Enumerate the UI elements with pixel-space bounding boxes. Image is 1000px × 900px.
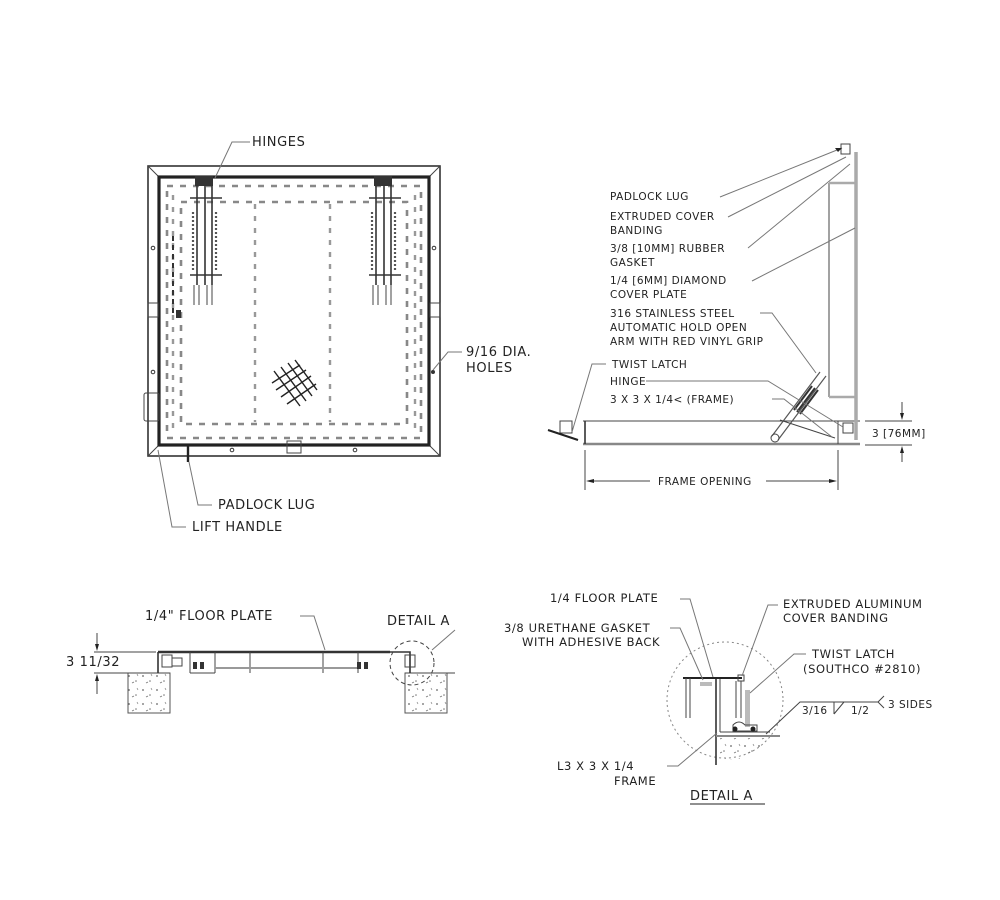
padlock-lug-label: PADLOCK LUG (218, 498, 315, 513)
lift-handle (143, 392, 160, 422)
detail-banding-label-line1: EXTRUDED ALUMINUM (783, 597, 923, 611)
hold-open-arm (770, 371, 836, 443)
cover-plate-label-line2: COVER PLATE (610, 289, 687, 301)
detail-a: 1/4 FLOOR PLATE 3/8 URETHANE GASKET WITH… (504, 591, 933, 805)
weld-size-left: 3/16 (802, 705, 828, 717)
cover-banding-label-line1: EXTRUDED COVER (610, 211, 715, 223)
section-view: 3 11/32 1/4" FLOOR PLATE DETAIL A (66, 609, 456, 714)
plan-view: HINGES 9/16 DIA. HOLES PADLOCK LUG LIFT … (143, 135, 531, 535)
arm-label-line2: AUTOMATIC HOLD OPEN (610, 322, 747, 334)
lift-handle-label: LIFT HANDLE (192, 520, 283, 535)
hinge-label: HINGE (610, 376, 646, 388)
section-floor-plate-label: 1/4" FLOOR PLATE (145, 609, 273, 624)
weld-size-right: 1/2 (851, 705, 869, 717)
detail-latch-label-line2: (SOUTHCO #2810) (803, 662, 921, 676)
arm-label-line1: 316 STAINLESS STEEL (610, 308, 735, 320)
weld-note: 3 SIDES (888, 699, 933, 711)
detail-frame-label-line2: FRAME (614, 774, 656, 788)
detail-gasket-label-line2: WITH ADHESIVE BACK (522, 635, 660, 649)
cover-plate-label-line1: 1/4 [6MM] DIAMOND (610, 275, 727, 287)
detail-a-title: DETAIL A (690, 789, 753, 804)
hinge-right (369, 176, 401, 305)
hinge-left (190, 176, 222, 305)
frame-label: 3 X 3 X 1/4< (FRAME) (610, 394, 734, 406)
detail-banding-label-line2: COVER BANDING (783, 611, 889, 625)
detail-a-callout-label: DETAIL A (387, 614, 450, 629)
padlock-lug-label-2: PADLOCK LUG (610, 191, 689, 203)
detail-frame-label-line1: L3 X 3 X 1/4 (557, 759, 634, 773)
detail-gasket-label-line1: 3/8 URETHANE GASKET (504, 621, 651, 635)
frame-opening-label: FRAME OPENING (658, 476, 752, 488)
diamond-plate-symbol (271, 359, 318, 407)
detail-a-callout-circle (389, 640, 435, 686)
holes-label-line2: HOLES (466, 361, 513, 376)
gasket-label-line2: GASKET (610, 257, 655, 269)
section-height-dim: 3 11/32 (66, 655, 120, 670)
frame-outline (147, 165, 441, 457)
gasket-label-line1: 3/8 [10MM] RUBBER (610, 243, 725, 255)
detail-latch-label-line1: TWIST LATCH (811, 647, 895, 661)
hinges-label: HINGES (252, 135, 305, 150)
height-dim-label: 3 [76MM] (872, 428, 926, 440)
side-view-open: FRAME OPENING 3 [76MM] PADLOCK LUG EXTRU… (547, 143, 926, 490)
cover-banding-label-line2: BANDING (610, 225, 663, 237)
twist-latch-label: TWIST LATCH (611, 359, 687, 371)
arm-label-line3: ARM WITH RED VINYL GRIP (610, 336, 763, 348)
holes-label-line1: 9/16 DIA. (466, 345, 531, 360)
detail-floor-plate-label: 1/4 FLOOR PLATE (550, 591, 658, 605)
cover-plate (157, 175, 431, 447)
